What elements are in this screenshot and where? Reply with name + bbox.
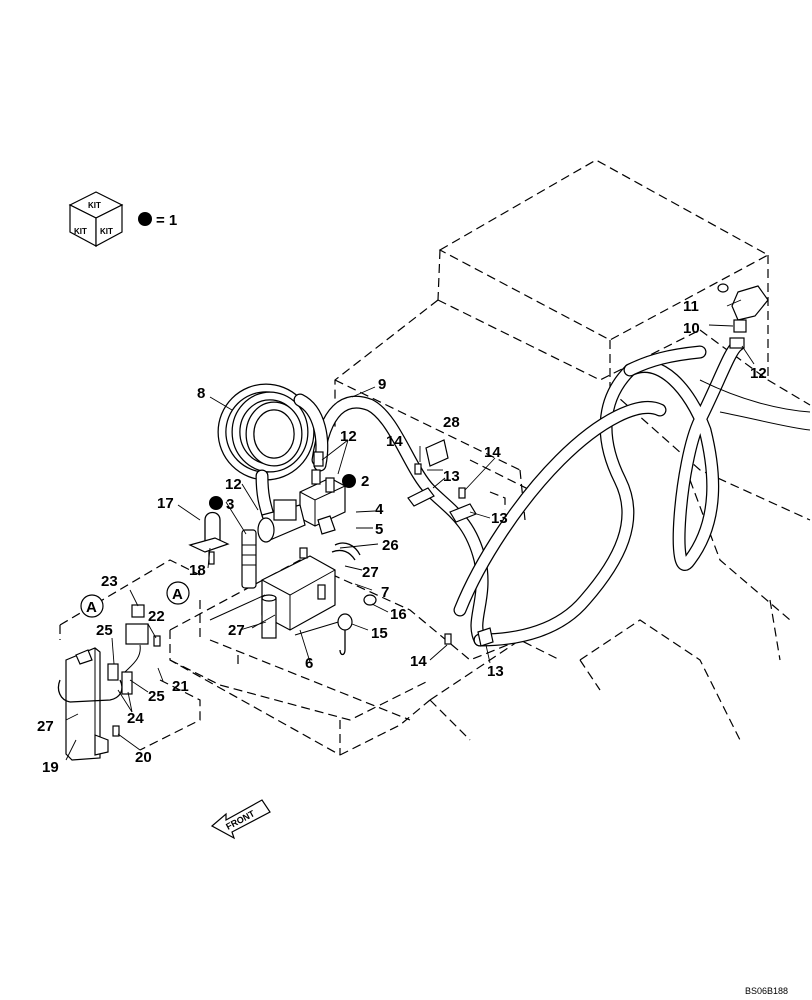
kit-label-top: KIT bbox=[88, 201, 101, 210]
callout-3: 3 bbox=[226, 496, 234, 513]
callout-27: 27 bbox=[228, 622, 245, 639]
leader-lines bbox=[65, 299, 755, 761]
callout-20: 20 bbox=[135, 749, 152, 766]
kit-dot-icon bbox=[342, 474, 356, 488]
callout-23: 23 bbox=[101, 573, 118, 590]
valve-assembly bbox=[257, 451, 346, 543]
front-arrow: FRONT bbox=[210, 799, 271, 840]
callout-10: 10 bbox=[683, 320, 700, 337]
callout-6: 6 bbox=[305, 655, 313, 672]
callout-27: 27 bbox=[37, 718, 54, 735]
detail-ref-a: A A bbox=[80, 581, 190, 618]
figure-code: BS06B188 bbox=[745, 986, 788, 996]
bracket-19 bbox=[57, 604, 161, 761]
pipe-26 bbox=[331, 542, 361, 561]
tank-hose bbox=[453, 338, 811, 647]
sensor-15 bbox=[337, 594, 377, 656]
kit-legend-text: = 1 bbox=[156, 212, 177, 229]
coil-hose-8 bbox=[217, 383, 329, 522]
callout-13: 13 bbox=[491, 510, 508, 527]
kit-dot-icon bbox=[209, 496, 223, 510]
callout-14: 14 bbox=[484, 444, 501, 461]
callout-12: 12 bbox=[750, 365, 767, 382]
callout-16: 16 bbox=[390, 606, 407, 623]
kit-label-right: KIT bbox=[100, 227, 113, 236]
callout-24: 24 bbox=[127, 710, 144, 727]
detail-ref-label: A bbox=[86, 599, 97, 616]
callout-13: 13 bbox=[443, 468, 460, 485]
clamp-17 bbox=[188, 511, 230, 565]
callout-12: 12 bbox=[225, 476, 242, 493]
kit-dot-icon bbox=[138, 212, 152, 226]
callout-17: 17 bbox=[157, 495, 174, 512]
callouts: 8 9 12 12 2 3 17 18 4 5 26 27 7 16 15 6 … bbox=[37, 298, 767, 776]
callout-4: 4 bbox=[375, 501, 384, 518]
callout-8: 8 bbox=[197, 385, 205, 402]
callout-7: 7 bbox=[381, 584, 389, 601]
elbow-fitting-11 bbox=[717, 283, 769, 349]
callout-19: 19 bbox=[42, 759, 59, 776]
callout-5: 5 bbox=[375, 521, 383, 538]
callout-22: 22 bbox=[148, 608, 165, 625]
kit-legend: KIT KIT KIT = 1 bbox=[68, 191, 177, 248]
callout-11: 11 bbox=[683, 298, 699, 315]
callout-28: 28 bbox=[443, 414, 460, 431]
kit-label-left: KIT bbox=[74, 227, 87, 236]
callout-25: 25 bbox=[148, 688, 165, 705]
callout-18: 18 bbox=[189, 562, 206, 579]
callout-26: 26 bbox=[382, 537, 399, 554]
callout-14: 14 bbox=[410, 653, 427, 670]
detail-ref-label: A bbox=[172, 586, 183, 603]
callout-12: 12 bbox=[340, 428, 357, 445]
accumulator-3 bbox=[241, 529, 257, 589]
callout-25: 25 bbox=[96, 622, 113, 639]
callout-21: 21 bbox=[172, 678, 189, 695]
hose-clips bbox=[407, 439, 494, 647]
callout-2: 2 bbox=[361, 473, 369, 490]
callout-9: 9 bbox=[378, 376, 386, 393]
callout-27: 27 bbox=[362, 564, 379, 581]
callout-15: 15 bbox=[371, 625, 388, 642]
callout-14: 14 bbox=[386, 433, 403, 450]
callout-13: 13 bbox=[487, 663, 504, 680]
machine-outline bbox=[59, 159, 811, 756]
